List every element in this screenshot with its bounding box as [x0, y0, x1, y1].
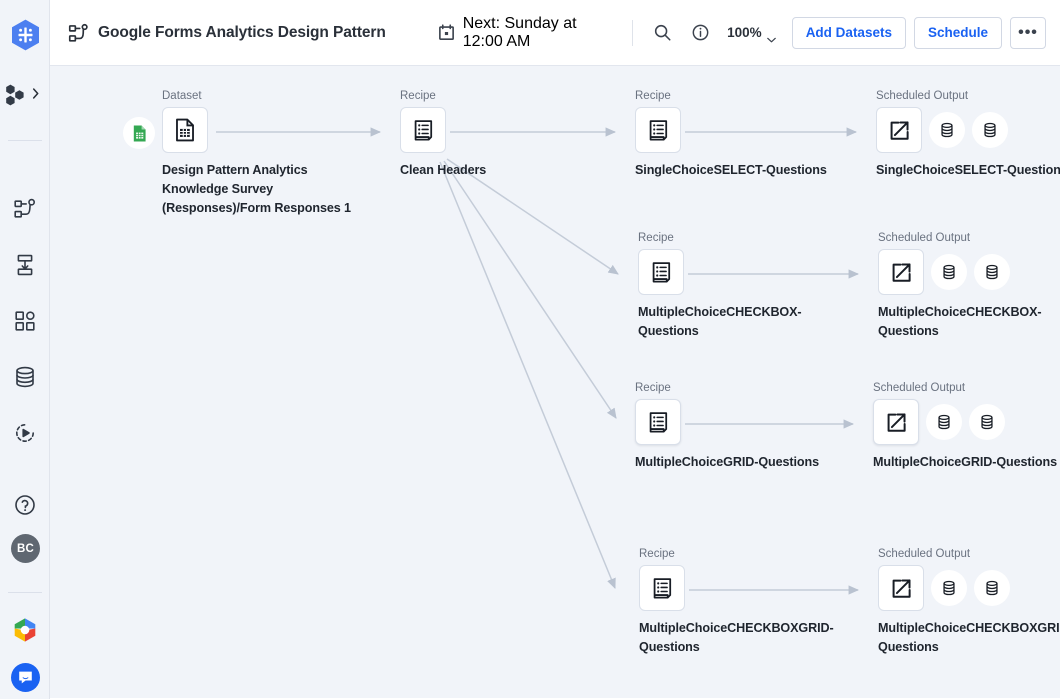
- calendar-icon: [438, 24, 455, 41]
- edge-r0-to-r3: [443, 160, 617, 419]
- rail-divider-bottom: [8, 592, 42, 593]
- recipe-lines-icon[interactable]: [635, 399, 681, 445]
- node-icon-row: [638, 249, 843, 295]
- node-label[interactable]: Clean Headers: [400, 163, 487, 177]
- sidebar-item-flows[interactable]: [4, 78, 48, 112]
- node-label[interactable]: MultipleChoiceCHECKBOXGRID-Questions: [639, 621, 834, 654]
- main-area: Google Forms Analytics Design Pattern Ne…: [50, 0, 1060, 699]
- arrow-out-square-icon[interactable]: [878, 565, 924, 611]
- node-kind-label: Recipe: [635, 382, 671, 394]
- flow-node-ds1[interactable]: Dataset Design Pattern Analytics Knowled…: [162, 89, 372, 218]
- search-icon[interactable]: [647, 18, 677, 48]
- flow-node-r0[interactable]: Recipe Clean Headers: [400, 89, 600, 180]
- node-kind-label: Recipe: [638, 232, 674, 244]
- zoom-control[interactable]: 100%: [727, 25, 776, 42]
- node-icon-row: [162, 107, 372, 153]
- node-icon-row: [635, 399, 865, 445]
- sidebar-item-plan[interactable]: [13, 253, 37, 277]
- flow-node-o4[interactable]: Scheduled Output MultipleChoiceCHECKBOXG…: [878, 547, 1060, 657]
- rail-divider-top: [8, 140, 42, 141]
- node-kind-label: Recipe: [639, 548, 675, 560]
- database-icon[interactable]: [972, 112, 1008, 148]
- zoom-level-label: 100%: [727, 25, 762, 40]
- flow-node-r3[interactable]: Recipe MultipleChoiceGRID-Questions: [635, 381, 865, 472]
- left-rail: BC: [0, 0, 50, 699]
- arrow-out-square-icon[interactable]: [878, 249, 924, 295]
- node-kind-label: Scheduled Output: [873, 382, 966, 394]
- database-icon[interactable]: [931, 254, 967, 290]
- file-table-icon[interactable]: [162, 107, 208, 153]
- node-icon-row: [878, 565, 1060, 611]
- chevron-right-icon: [32, 86, 39, 104]
- recipe-lines-icon[interactable]: [638, 249, 684, 295]
- node-label[interactable]: MultipleChoiceGRID-Questions: [873, 455, 1058, 469]
- database-icon[interactable]: [926, 404, 962, 440]
- flow-canvas[interactable]: Dataset Design Pattern Analytics Knowled…: [50, 66, 1060, 698]
- database-icon[interactable]: [974, 570, 1010, 606]
- database-icon[interactable]: [929, 112, 965, 148]
- app-header: Google Forms Analytics Design Pattern Ne…: [50, 0, 1060, 66]
- chevron-down-icon: [766, 30, 776, 42]
- database-icon[interactable]: [974, 254, 1010, 290]
- schedule-button[interactable]: Schedule: [913, 16, 1002, 49]
- flow-node-r2[interactable]: Recipe MultipleChoiceCHECKBOX-Questions: [638, 231, 843, 341]
- sidebar-item-flow[interactable]: [13, 197, 37, 221]
- sidebar-item-datasets[interactable]: [13, 365, 37, 389]
- arrow-out-square-icon[interactable]: [876, 107, 922, 153]
- node-label[interactable]: Design Pattern Analytics Knowledge Surve…: [162, 163, 351, 215]
- recipe-lines-icon[interactable]: [639, 565, 685, 611]
- header-divider: [632, 19, 634, 46]
- recipe-lines-icon[interactable]: [635, 107, 681, 153]
- arrow-out-square-icon[interactable]: [873, 399, 919, 445]
- flow-node-o3[interactable]: Scheduled Output MultipleChoiceGRID-Ques…: [873, 381, 1060, 472]
- add-datasets-button[interactable]: Add Datasets: [791, 16, 906, 49]
- recipe-lines-icon[interactable]: [400, 107, 446, 153]
- node-icon-row: [876, 107, 1060, 153]
- page-title[interactable]: Google Forms Analytics Design Pattern: [98, 23, 386, 41]
- more-options-button[interactable]: •••: [1010, 16, 1046, 49]
- flow-graph-icon: [68, 23, 89, 44]
- node-kind-label: Dataset: [162, 90, 202, 102]
- dataprep-logo-icon[interactable]: [11, 19, 40, 51]
- flow-node-o1[interactable]: Scheduled Output SingleChoiceSELECT-Ques…: [876, 89, 1060, 180]
- node-kind-label: Scheduled Output: [878, 548, 971, 560]
- node-label[interactable]: MultipleChoiceCHECKBOXGRID-Questions: [878, 621, 1060, 654]
- flow-node-r1[interactable]: Recipe SingleChoiceSELECT-Questions: [635, 89, 865, 180]
- google-sheets-icon: [123, 117, 155, 149]
- node-icon-row: [639, 565, 844, 611]
- node-kind-label: Scheduled Output: [876, 90, 969, 102]
- flows-hex-icon: [4, 83, 30, 107]
- flow-node-o2[interactable]: Scheduled Output MultipleChoiceCHECKBOX-…: [878, 231, 1060, 341]
- flow-node-r4[interactable]: Recipe MultipleChoiceCHECKBOXGRID-Questi…: [639, 547, 844, 657]
- database-icon[interactable]: [969, 404, 1005, 440]
- header-actions: 100% Add Datasets Schedule •••: [612, 16, 1060, 49]
- node-kind-label: Scheduled Output: [878, 232, 971, 244]
- node-label[interactable]: MultipleChoiceCHECKBOX-Questions: [878, 305, 1042, 338]
- node-label[interactable]: MultipleChoiceGRID-Questions: [635, 455, 820, 469]
- edge-r0-to-r4: [439, 161, 616, 589]
- sidebar-item-apps[interactable]: [13, 309, 37, 333]
- node-label[interactable]: MultipleChoiceCHECKBOX-Questions: [638, 305, 802, 338]
- database-icon[interactable]: [931, 570, 967, 606]
- node-kind-label: Recipe: [400, 90, 436, 102]
- sidebar-item-help[interactable]: [13, 493, 37, 517]
- node-label[interactable]: SingleChoiceSELECT-Questions: [635, 163, 827, 177]
- node-icon-row: [400, 107, 600, 153]
- node-icon-row: [878, 249, 1060, 295]
- info-circle-icon[interactable]: [685, 18, 715, 48]
- google-cloud-icon[interactable]: [12, 617, 38, 643]
- sidebar-item-jobs[interactable]: [13, 421, 37, 445]
- node-icon-row: [635, 107, 865, 153]
- chat-bubble-icon[interactable]: [11, 663, 40, 692]
- avatar[interactable]: BC: [11, 534, 40, 563]
- node-icon-row: [873, 399, 1060, 445]
- schedule-next-text: Next: Sunday at 12:00 AM: [462, 14, 577, 50]
- node-kind-label: Recipe: [635, 90, 671, 102]
- schedule-indicator[interactable]: Next: Sunday at 12:00 AM: [438, 15, 612, 51]
- node-label[interactable]: SingleChoiceSELECT-Questions: [876, 163, 1060, 177]
